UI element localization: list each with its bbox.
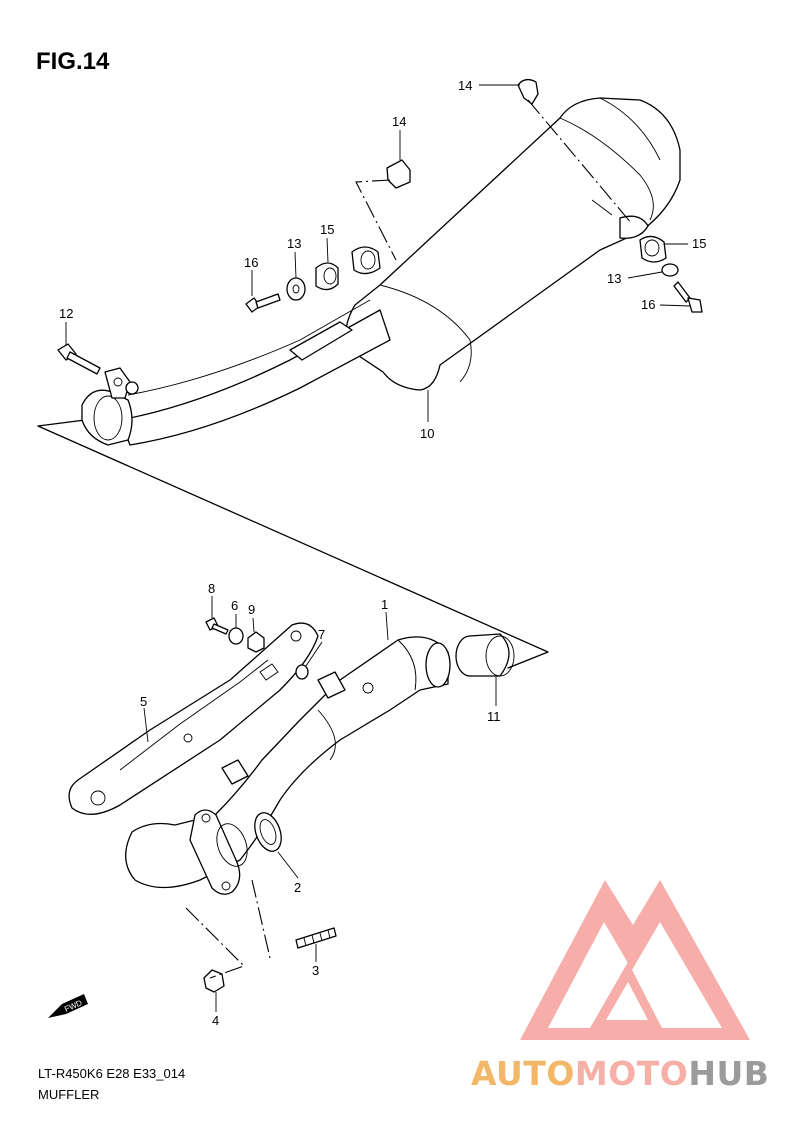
pipe-clamp bbox=[81, 367, 139, 446]
callout-16b: 16 bbox=[641, 297, 655, 312]
callout-15a: 15 bbox=[320, 222, 334, 237]
washer-13-left bbox=[286, 277, 306, 301]
callout-4: 4 bbox=[212, 1013, 219, 1028]
bolt-12 bbox=[57, 343, 101, 375]
grommet-15-upper bbox=[351, 246, 381, 275]
callout-5: 5 bbox=[140, 694, 147, 709]
diagram-title: MUFFLER bbox=[38, 1087, 100, 1102]
section-line-end bbox=[37, 419, 86, 427]
bolt-16-right bbox=[673, 281, 703, 313]
grommet-15-right bbox=[639, 235, 667, 263]
collar-14-right bbox=[517, 78, 539, 105]
callout-14a: 14 bbox=[458, 78, 472, 93]
callout-14b: 14 bbox=[392, 114, 406, 129]
fwd-arrow-icon bbox=[48, 994, 88, 1018]
mid-pipe bbox=[119, 299, 391, 446]
callout-10: 10 bbox=[420, 426, 434, 441]
callout-8: 8 bbox=[208, 581, 215, 596]
gasket-11 bbox=[455, 633, 515, 677]
grommet-15-left bbox=[315, 262, 339, 291]
callouts: 14 14 13 15 16 12 10 15 13 16 8 6 bbox=[59, 78, 706, 1028]
diagram-code: LT-R450K6 E28 E33_014 bbox=[38, 1066, 186, 1081]
callout-13b: 13 bbox=[607, 271, 621, 286]
washer-13-right bbox=[661, 263, 679, 277]
callout-13a: 13 bbox=[287, 236, 301, 251]
watermark-part-moto: MOTO bbox=[574, 1054, 689, 1093]
watermark-part-hub: HUB bbox=[688, 1054, 770, 1093]
watermark-text: AUTOMOTOHUB bbox=[471, 1054, 769, 1093]
fwd-label: FWD bbox=[63, 998, 84, 1014]
watermark-part-auto: AUTO bbox=[471, 1054, 575, 1093]
callout-15b: 15 bbox=[692, 236, 706, 251]
callout-12: 12 bbox=[59, 306, 73, 321]
callout-9: 9 bbox=[248, 602, 255, 617]
callout-2: 2 bbox=[294, 880, 301, 895]
nut-4 bbox=[203, 969, 225, 993]
figure-label: FIG.14 bbox=[36, 48, 110, 75]
collar-14-left bbox=[386, 159, 411, 189]
callout-6: 6 bbox=[231, 598, 238, 613]
callout-11: 11 bbox=[487, 709, 501, 724]
washer-7 bbox=[295, 664, 309, 680]
callout-3: 3 bbox=[312, 963, 319, 978]
bracket-5 bbox=[68, 622, 319, 815]
callout-1: 1 bbox=[381, 597, 388, 612]
callout-7: 7 bbox=[318, 627, 325, 642]
stud-3 bbox=[295, 927, 337, 949]
washer-6 bbox=[228, 627, 244, 645]
bolt-8 bbox=[205, 617, 229, 635]
section-line bbox=[37, 425, 549, 669]
gasket-2 bbox=[254, 812, 282, 852]
callout-16a: 16 bbox=[244, 255, 258, 270]
watermark-logo bbox=[520, 880, 750, 1040]
bolt-16-left bbox=[245, 293, 281, 313]
nut-9 bbox=[247, 631, 265, 653]
muffler-body bbox=[345, 97, 681, 391]
pipe-flange bbox=[189, 809, 248, 895]
